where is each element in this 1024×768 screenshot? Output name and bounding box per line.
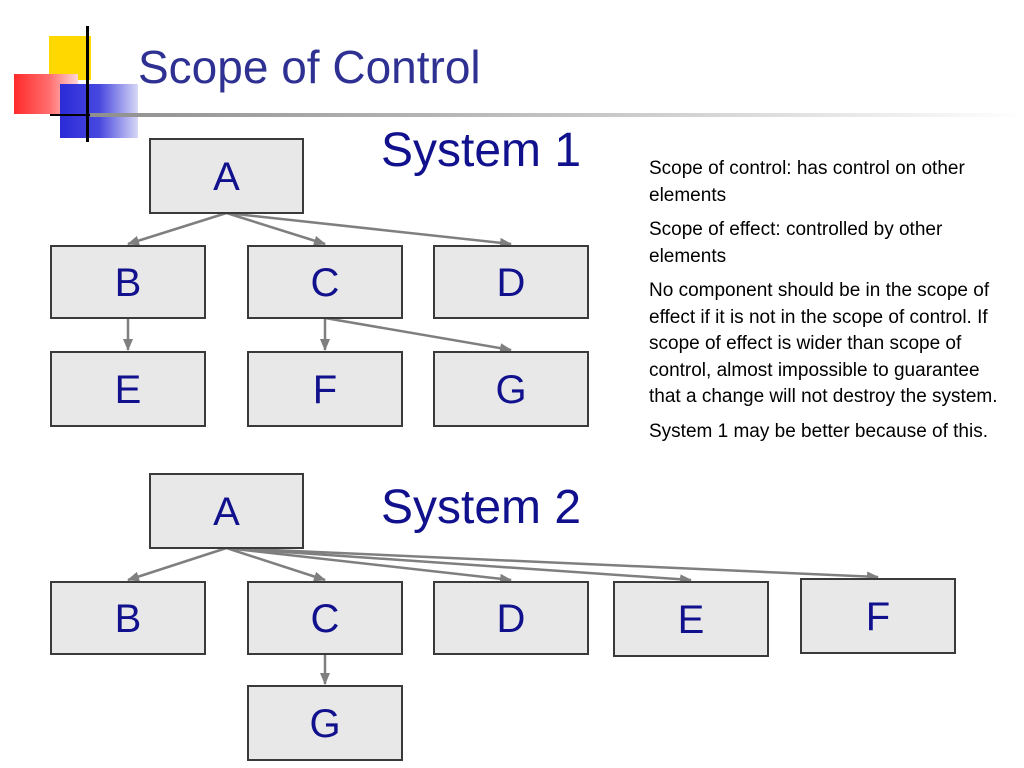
system2-node-label-b: B bbox=[115, 597, 142, 641]
title-underline bbox=[90, 113, 1024, 117]
note-guideline: No component should be in the scope of e… bbox=[649, 280, 998, 407]
system2-node-box-e bbox=[613, 581, 769, 657]
logo-blue-square bbox=[60, 84, 138, 138]
system1-edge-a-b bbox=[127, 211, 227, 246]
system1-node-box-f bbox=[247, 351, 403, 427]
system2-node-label-g: G bbox=[309, 702, 340, 746]
page-title: Scope of Control bbox=[138, 41, 481, 93]
note-scope-of-control: Scope of control: has control on other e… bbox=[649, 158, 965, 206]
note-scope-of-effect: Scope of effect: controlled by other ele… bbox=[649, 219, 943, 267]
logo-vertical-line bbox=[86, 26, 89, 142]
system1-node-label-a: A bbox=[213, 155, 240, 199]
system1-edge-a-d bbox=[226, 211, 512, 248]
system1-node-label-f: F bbox=[313, 368, 337, 412]
system2-node-label-e: E bbox=[678, 598, 705, 642]
system2-node-box-g bbox=[247, 685, 403, 761]
system1-node-box-b bbox=[50, 245, 206, 319]
system1-node-box-d bbox=[433, 245, 589, 319]
system2-node-b: B bbox=[50, 581, 206, 655]
system2-node-box-b bbox=[50, 581, 206, 655]
system2-node-label-f: F bbox=[866, 595, 890, 639]
system1-label: System 1 bbox=[381, 124, 582, 177]
system2-node-f: F bbox=[800, 578, 956, 654]
logo-yellow-square bbox=[49, 36, 91, 80]
system1-node-label-d: D bbox=[497, 261, 526, 305]
system2-node-d: D bbox=[433, 581, 589, 655]
system1-node-label-g: G bbox=[495, 368, 526, 412]
system1-node-f: F bbox=[247, 351, 403, 427]
note-conclusion: System 1 may be better because of this. bbox=[649, 420, 989, 442]
system1-node-b: B bbox=[50, 245, 206, 319]
system2-node-label-a: A bbox=[213, 490, 240, 534]
system2-edge-a-b bbox=[127, 546, 227, 582]
system2-node-box-f bbox=[800, 578, 956, 654]
nodes-layer: A B C D E F G A B C D E F G bbox=[50, 138, 956, 761]
edges-layer bbox=[123, 211, 879, 685]
system2-node-c: C bbox=[247, 581, 403, 655]
system1-node-g: G bbox=[433, 351, 589, 427]
system2-node-e: E bbox=[613, 581, 769, 657]
logo bbox=[0, 0, 140, 150]
system2-node-box-c bbox=[247, 581, 403, 655]
system1-node-box-e bbox=[50, 351, 206, 427]
system1-node-label-c: C bbox=[311, 261, 340, 305]
system1-node-c: C bbox=[247, 245, 403, 319]
system2-node-box-d bbox=[433, 581, 589, 655]
system2-node-g: G bbox=[247, 685, 403, 761]
system1-node-label-b: B bbox=[115, 261, 142, 305]
system1-node-box-g bbox=[433, 351, 589, 427]
system1-node-label-e: E bbox=[115, 368, 142, 412]
system2-node-a: A bbox=[149, 473, 304, 549]
system1-node-d: D bbox=[433, 245, 589, 319]
system2-node-label-c: C bbox=[311, 597, 340, 641]
system1-node-box-a bbox=[149, 138, 304, 214]
system2-node-label-d: D bbox=[497, 597, 526, 641]
system2-edge-a-e bbox=[226, 546, 692, 585]
system2-edge-a-c bbox=[226, 546, 326, 582]
system2-edge-a-d bbox=[226, 546, 512, 584]
notes-panel: Scope of control: has control on other e… bbox=[649, 156, 1007, 453]
system2-node-box-a bbox=[149, 473, 304, 549]
system1-edge-c-g bbox=[324, 316, 512, 354]
system1-node-box-c bbox=[247, 245, 403, 319]
system1-edge-a-c bbox=[226, 211, 326, 246]
system1-node-e: E bbox=[50, 351, 206, 427]
system2-edge-a-f bbox=[226, 546, 879, 582]
system2-label: System 2 bbox=[381, 481, 582, 534]
system1-node-a: A bbox=[149, 138, 304, 214]
